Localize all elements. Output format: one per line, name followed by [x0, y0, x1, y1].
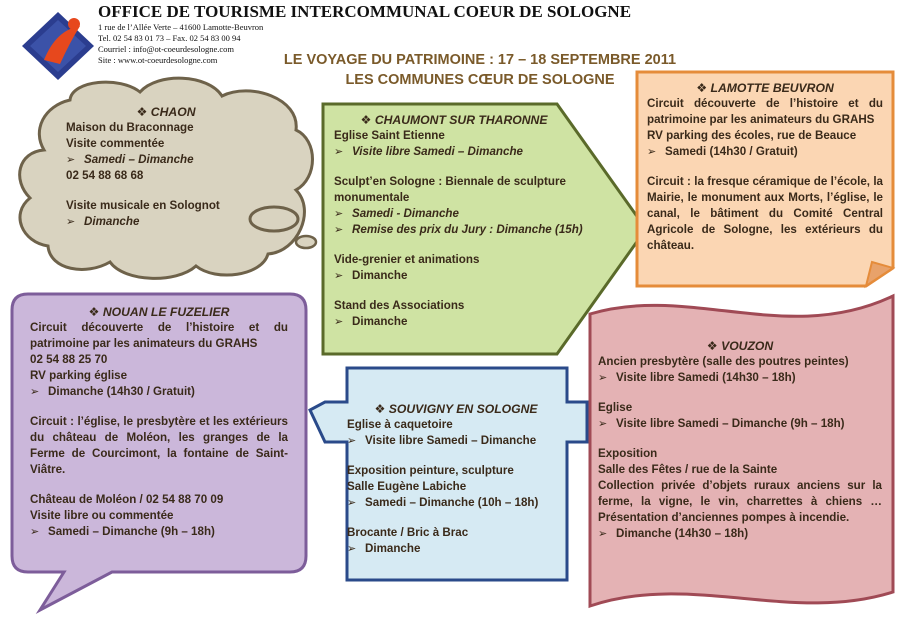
nouan-line: Château de Moléon / 02 54 88 70 09	[30, 493, 224, 506]
lamotte-paragraph: Circuit découverte de l’histoire et du p…	[647, 97, 883, 126]
nouan-bullet: Samedi – Dimanche (9h – 18h)	[30, 524, 288, 540]
event-title-line2: LES COMMUNES CŒUR DE SOLOGNE	[345, 72, 615, 88]
vouzon-section: ❖ VOUZON Ancien presbytère (salle des po…	[598, 338, 882, 542]
nouan-phone: 02 54 88 25 70	[30, 353, 108, 366]
chaon-line: Visite musicale en Solognot	[66, 199, 220, 212]
vouzon-heading: ❖ VOUZON	[706, 339, 774, 353]
chaumont-bullet: Dimanche	[334, 268, 574, 284]
chaumont-section: ❖ CHAUMONT SUR THARONNE Eglise Saint Eti…	[334, 112, 583, 330]
chaumont-line: Vide-grenier et animations	[334, 253, 480, 266]
chaumont-line: Sculpt’en Sologne : Biennale de sculptur…	[334, 175, 566, 204]
souvigny-bullet: Visite libre Samedi – Dimanche	[347, 433, 565, 449]
souvigny-section: ❖ SOUVIGNY EN SOLOGNE Eglise à caquetoir…	[347, 401, 565, 557]
vouzon-line: Ancien presbytère (salle des poutres pei…	[598, 355, 849, 368]
lamotte-paragraph: Circuit : la fresque céramique de l’écol…	[647, 175, 883, 252]
souvigny-box-shape	[308, 366, 589, 582]
vouzon-paragraph: Collection privée d’objets ruraux ancien…	[598, 479, 882, 524]
vouzon-bullet: Visite libre Samedi (14h30 – 18h)	[598, 370, 882, 386]
vouzon-line: Eglise	[598, 401, 633, 414]
chaon-line: Visite commentée	[66, 137, 165, 150]
souvigny-line: Exposition peinture, sculpture	[347, 464, 514, 477]
office-logo	[22, 12, 94, 80]
office-address: 1 rue de l’Allée Verte – 41600 Lamotte-B…	[98, 22, 264, 32]
chaumont-line: Eglise Saint Etienne	[334, 129, 445, 142]
lamotte-heading: ❖ LAMOTTE BEUVRON	[696, 81, 834, 95]
office-email: Courriel : info@ot-coeurdesologne.com	[98, 44, 234, 54]
event-title-line1: LE VOYAGE DU PATRIMOINE : 17 – 18 SEPTEM…	[283, 52, 677, 68]
lamotte-bullet: Samedi (14h30 / Gratuit)	[647, 144, 883, 160]
nouan-bullet: Dimanche (14h30 / Gratuit)	[30, 384, 288, 400]
nouan-heading: ❖ NOUAN LE FUZELIER	[88, 305, 230, 319]
nouan-section: ❖ NOUAN LE FUZELIER Circuit découverte d…	[30, 304, 288, 540]
souvigny-heading: ❖ SOUVIGNY EN SOLOGNE	[374, 402, 538, 416]
lamotte-note-shape	[635, 70, 896, 289]
souvigny-line: Eglise à caquetoire	[347, 418, 453, 431]
chaon-bullet: Dimanche	[66, 214, 266, 230]
souvigny-line: Salle Eugène Labiche	[347, 480, 467, 493]
chaumont-heading: ❖ CHAUMONT SUR THARONNE	[360, 113, 548, 127]
office-phone: Tel. 02 54 83 01 73 – Fax. 02 54 83 00 9…	[98, 33, 241, 43]
vouzon-line: Exposition	[598, 447, 658, 460]
chaon-line: Maison du Braconnage	[66, 121, 194, 134]
office-name: OFFICE DE TOURISME INTERCOMMUNAL COEUR D…	[98, 2, 632, 21]
lamotte-line: RV parking des écoles, rue de Beauce	[647, 129, 857, 142]
vouzon-bullet: Dimanche (14h30 – 18h)	[598, 526, 882, 542]
vouzon-bullet: Visite libre Samedi – Dimanche (9h – 18h…	[598, 416, 882, 432]
chaumont-bullet: Visite libre Samedi – Dimanche	[334, 144, 574, 160]
souvigny-line: Brocante / Bric à Brac	[347, 526, 469, 539]
lamotte-section: ❖ LAMOTTE BEUVRON Circuit découverte de …	[647, 80, 883, 254]
chaon-phone: 02 54 88 68 68	[66, 169, 144, 182]
vouzon-line: Salle des Fêtes / rue de la Sainte	[598, 463, 778, 476]
souvigny-bullet: Dimanche	[347, 541, 565, 557]
nouan-paragraph: Circuit : l’église, le presbytère et les…	[30, 415, 288, 476]
office-site: Site : www.ot-coeurdesologne.com	[98, 55, 218, 65]
chaon-bullet: Samedi – Dimanche	[66, 152, 266, 168]
chaumont-bullet: Remise des prix du Jury : Dimanche (15h)	[334, 222, 583, 238]
chaumont-bullet: Dimanche	[334, 314, 574, 330]
nouan-line: Visite libre ou commentée	[30, 509, 174, 522]
chaumont-line: Stand des Associations	[334, 299, 465, 312]
chaon-section: ❖ CHAON Maison du Braconnage Visite comm…	[66, 104, 266, 230]
chaon-heading: ❖ CHAON	[136, 105, 196, 119]
chaumont-bullet: Samedi - Dimanche	[334, 206, 574, 222]
souvigny-bullet: Samedi – Dimanche (10h – 18h)	[347, 495, 565, 511]
nouan-paragraph: Circuit découverte de l’histoire et du p…	[30, 321, 288, 350]
nouan-line: RV parking église	[30, 369, 128, 382]
